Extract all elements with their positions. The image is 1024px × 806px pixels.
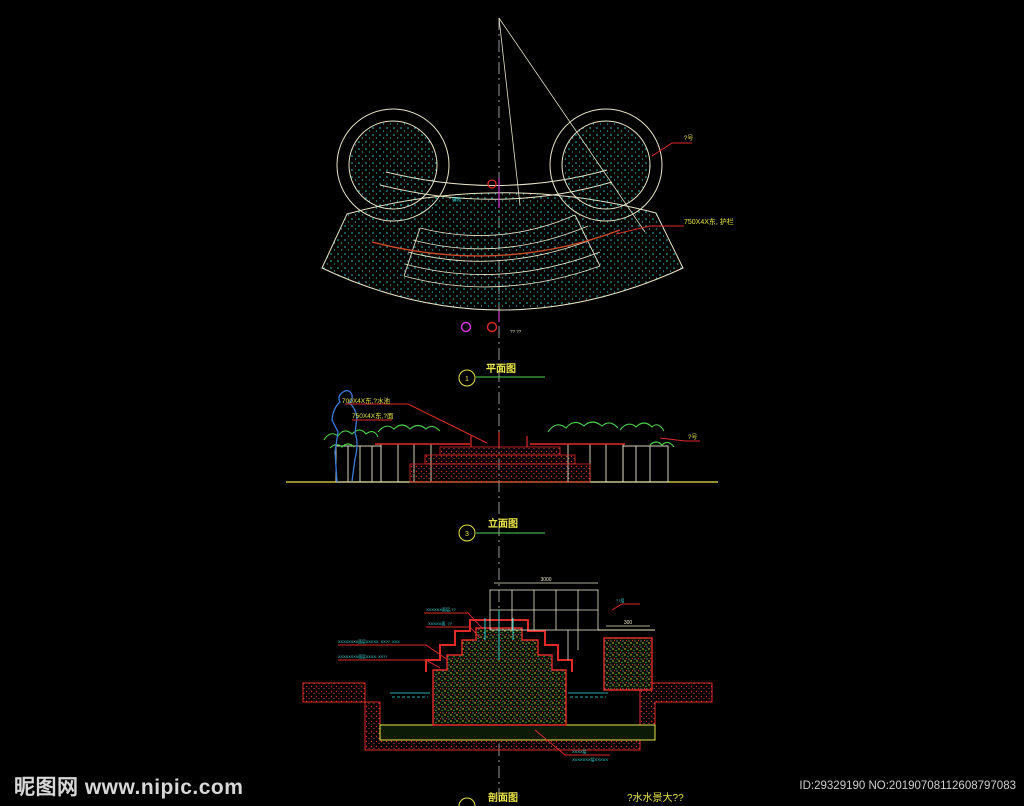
plan-label-paving: 750X4X东, 护栏	[684, 217, 734, 226]
watermark-right: ID:29329190 NO:20190708112608797083	[799, 780, 1016, 792]
section-base-slab	[379, 724, 656, 741]
section-label-bottom-1: XXXX层	[572, 748, 587, 754]
plan-steps	[371, 214, 621, 288]
plan-left-planter-inner	[348, 120, 438, 210]
section-label-top-left-1: XXXXXX面层,??	[426, 606, 456, 612]
plan-callout-line-top	[651, 142, 692, 157]
elevation-shrubs-right	[547, 421, 675, 448]
plan-title-number-circle	[458, 369, 476, 387]
elevation-title-number-circle	[458, 524, 476, 542]
plan-right-planter-outer	[549, 108, 663, 222]
section-water-jets	[484, 610, 514, 660]
elevation-callout-1	[345, 403, 488, 444]
plan-label-top-right: ?号	[684, 135, 693, 142]
section-title-number-circle	[458, 797, 476, 806]
plan-leader-line-1	[498, 17, 646, 233]
elevation-title: 立面图	[488, 517, 518, 530]
elevation-view: 700X4X东,?水池 750X4X东,?面 ?号 3 立面图	[286, 389, 718, 542]
section-label-bottom-2: XXXXXXX层XXXXX	[572, 756, 608, 762]
section-wall-grid	[489, 589, 599, 660]
section-callout-left-2	[338, 659, 441, 669]
section-callout-left-1	[338, 644, 449, 661]
section-dim-top: 3000	[540, 577, 551, 583]
plan-view: ?号 750X4X东, 护栏 铺装 ?? ?? 1 平面图	[321, 17, 734, 387]
section-callout-top-left-2	[426, 626, 481, 639]
section-callout-bottom	[534, 729, 610, 756]
section-label-right: ??层	[616, 597, 624, 603]
plan-fan-paving	[321, 192, 684, 311]
plan-section-marker-bottom	[460, 311, 500, 333]
section-view: 3000 300 XXXXXX面层,?? XXXXX面, ?? XXXXXXXX…	[302, 577, 713, 806]
watermark-left: 昵图网 www.nipic.com	[14, 776, 244, 799]
section-callout-right	[611, 603, 640, 611]
section-title: 剖面图	[488, 791, 518, 804]
section-callout-top-left-1	[424, 612, 483, 629]
plan-leader-line-2	[498, 17, 521, 206]
elevation-human-figure	[331, 389, 358, 483]
plan-left-planter-outer	[336, 108, 450, 222]
section-right-planter	[603, 637, 653, 691]
elevation-label-2: 750X4X东,?面	[352, 411, 394, 420]
section-stepped-core	[432, 627, 567, 726]
section-foundation	[302, 682, 713, 751]
plan-section-marker-top	[487, 178, 500, 208]
elevation-cascade	[409, 432, 591, 483]
section-label-left-1: XXXXXXXX面层XXXXX, XX??, XXX	[338, 639, 400, 644]
plan-callout-line-paving	[615, 225, 684, 235]
elevation-label-right: ?号	[688, 434, 697, 441]
plan-label-axis: ?? ??	[510, 329, 522, 334]
section-water-lines	[390, 692, 608, 698]
section-question: ?水水景大??	[627, 791, 684, 804]
plan-title-number: 1	[465, 376, 469, 383]
section-dim-right: 300	[624, 620, 633, 626]
elevation-shrubs-left	[323, 424, 441, 449]
plan-title: 平面图	[486, 363, 516, 375]
elevation-callout-right	[659, 437, 700, 442]
elevation-title-number: 3	[465, 531, 469, 538]
plan-right-planter-inner	[561, 120, 651, 210]
section-label-left-2: XXXXXXXX面层XXXX, XX??	[338, 654, 387, 659]
elevation-label-1: 700X4X东,?水池	[342, 396, 391, 405]
section-label-top-left-2: XXXXX面, ??	[428, 621, 453, 626]
plan-label-small: 铺装	[452, 196, 461, 203]
